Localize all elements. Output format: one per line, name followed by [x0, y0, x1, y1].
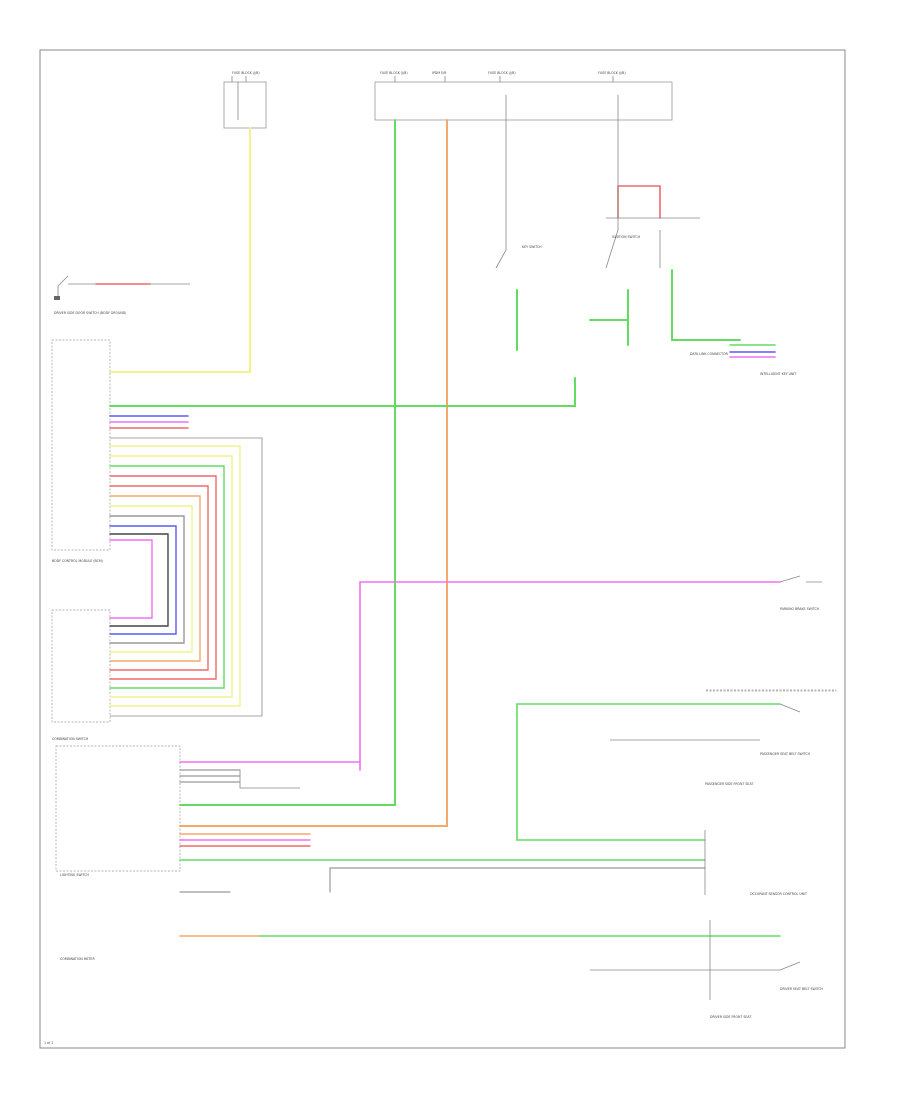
bcm-label: BODY CONTROL MODULE (BCM) [52, 559, 103, 563]
driver-door-switch-label: DRIVER SIDE DOOR SWITCH (BODY GROUND) [54, 311, 126, 315]
data-link-label: DATA LINK CONNECTOR [690, 352, 729, 356]
wire-green-dlc [671, 269, 741, 341]
driver-door-switch: DRIVER SIDE DOOR SWITCH (BODY GROUND) [54, 275, 126, 315]
combination-switch-label: COMBINATION SWITCH [52, 737, 89, 741]
fuse-center-left-label: FUSE BLOCK (J/B) [380, 71, 408, 75]
diagram-frame [39, 49, 846, 1049]
bcm-lower-box [51, 609, 111, 723]
wire-yellow-main [109, 127, 251, 373]
combination-meter-label: COMBINATION METER [60, 957, 95, 961]
fuse-box-right-group: FUSE BLOCK (J/B) IPDM E/R FUSE BLOCK (J/… [374, 71, 673, 190]
ignition-switch-label: IGNITION SWITCH [612, 235, 641, 239]
driver-seatbelt-label: DRIVER SEAT BELT SWITCH [780, 987, 824, 991]
fuse-center-mid-label: IPDM E/R [432, 71, 447, 75]
occupant-sensor-label: OCCUPANT SENSOR CONTROL UNIT [750, 892, 807, 896]
page-number: 1 of 1 [44, 1041, 53, 1045]
fuse-center-right-label: FUSE BLOCK (J/B) [488, 71, 516, 75]
fuse-left-label: FUSE BLOCK (J/B) [232, 71, 260, 75]
fuse-box-left: FUSE BLOCK (J/B) [223, 71, 267, 129]
wire-green-passenger [516, 703, 781, 841]
wire-green-main [179, 119, 396, 806]
wire-pink-parking [359, 581, 781, 771]
parking-brake-label: PARKING BRAKE SWITCH [780, 607, 820, 611]
wire-red-ignition [617, 185, 661, 219]
bcm-box [51, 339, 111, 551]
key-switch-label: KEY SWITCH [522, 245, 542, 249]
wire-orange-main [179, 119, 448, 827]
wire-green-bcm [109, 377, 576, 407]
bcm-loop-bundle [109, 437, 263, 717]
intelligent-key-label: INTELLIGENT KEY UNIT [760, 372, 796, 376]
passenger-front-seat-label: PASSENGER SIDE FRONT SEAT [705, 782, 753, 786]
combination-meter-box [55, 745, 181, 872]
driver-front-seat-label: DRIVER SIDE FRONT SEAT [710, 1015, 751, 1019]
fuse-right-label: FUSE BLOCK (J/B) [598, 71, 626, 75]
passenger-seatbelt-label: PASSENGER SEAT BELT SWITCH [760, 752, 811, 756]
lighting-switch-label: LIGHTING SWITCH [60, 873, 89, 877]
